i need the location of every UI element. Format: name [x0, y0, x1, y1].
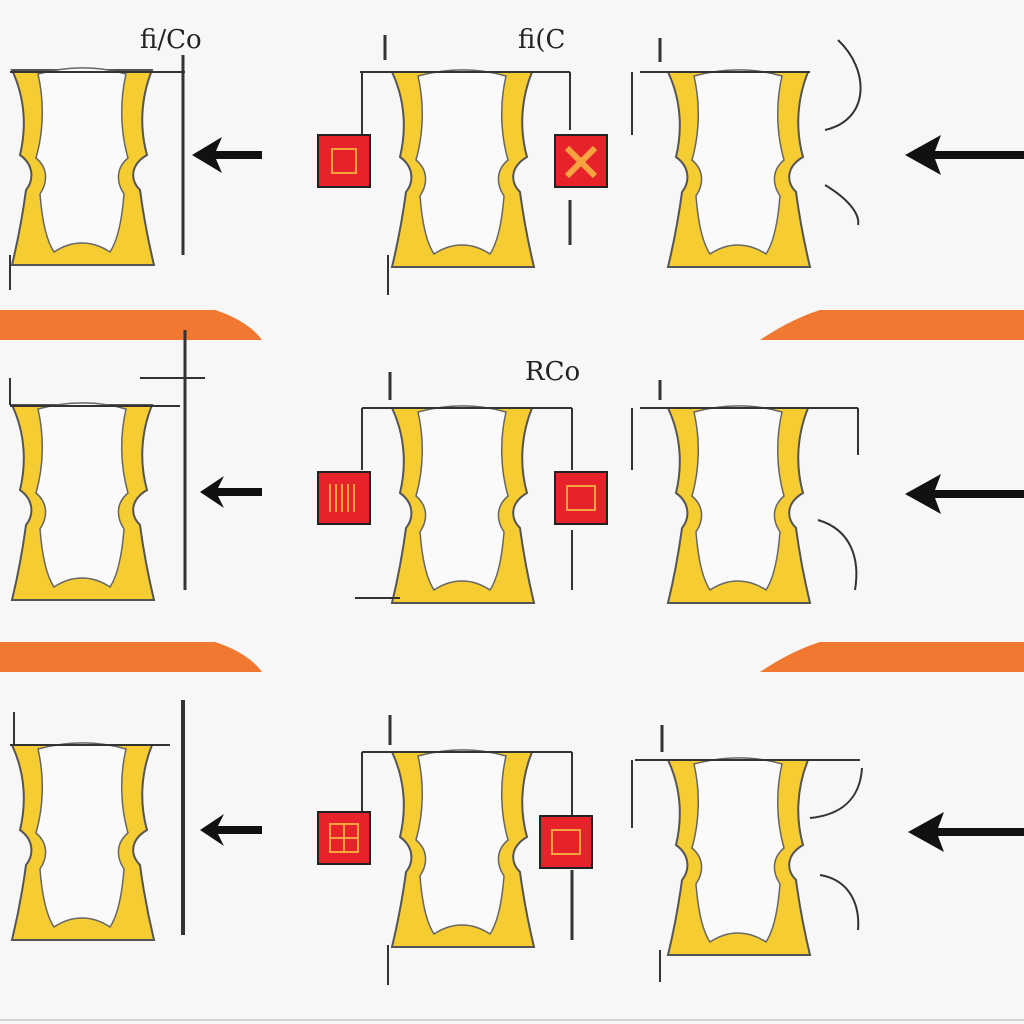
hourglass-frame-icon: [9, 330, 205, 601]
component-box-icon: [317, 134, 371, 188]
row-3: [10, 700, 1024, 985]
hourglass-frame-icon: [9, 55, 185, 290]
curved-arrow-icon: [809, 767, 863, 819]
hourglass-frame-icon: [10, 700, 185, 941]
left-arrow-icon: [200, 814, 262, 846]
left-arrow-icon: [905, 474, 1024, 514]
hourglass-frame-icon: [631, 725, 860, 982]
hourglass-frame-icon: [361, 715, 574, 985]
component-box-icon: [539, 815, 593, 869]
label-row1-mid: ﬁ(C: [518, 25, 565, 55]
row-2: RCo: [9, 330, 1024, 604]
label-row1-left: ﬁ/Co: [140, 25, 202, 55]
left-arrow-icon: [905, 135, 1024, 175]
hourglass-frame-icon: [631, 38, 811, 268]
label-row2-mid: RCo: [525, 357, 580, 387]
curved-arrow-icon: [824, 39, 862, 131]
left-arrow-icon: [908, 812, 1024, 852]
curved-arrow-icon: [817, 519, 858, 591]
orange-band-row1: [0, 310, 1024, 340]
row-1: ﬁ/Co ﬁ(C: [9, 25, 1024, 295]
curved-arrow-icon: [819, 874, 860, 931]
curved-arrow-icon: [824, 184, 860, 226]
left-arrow-icon: [200, 476, 262, 508]
hourglass-frame-icon: [355, 372, 573, 604]
orange-band-row2: [0, 642, 1024, 672]
component-box-icon: [317, 471, 371, 525]
hourglass-frame-icon: [360, 35, 572, 295]
component-box-icon: [554, 471, 608, 525]
hourglass-frame-icon: [631, 380, 859, 604]
left-arrow-icon: [192, 137, 262, 173]
